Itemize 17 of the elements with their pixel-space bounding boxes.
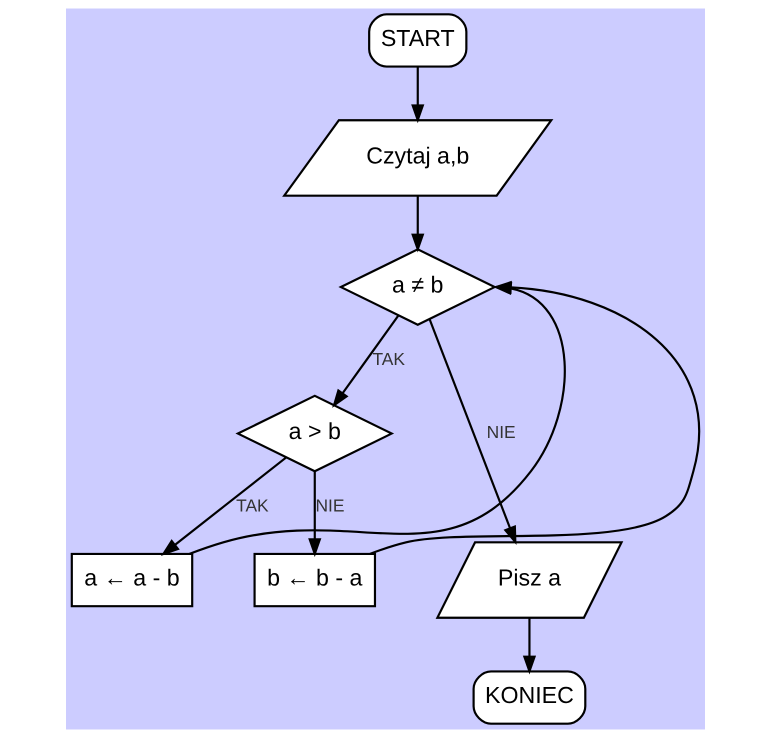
arrow [522, 618, 536, 675]
edge-label: NIE [486, 422, 516, 442]
node-diamond: a ≠ b [338, 248, 497, 326]
arrow [428, 319, 516, 545]
edge-label: TAK [236, 495, 268, 516]
node-box: a ← a - b [70, 552, 193, 608]
arrow [410, 196, 424, 252]
node-box: KONIEC [472, 670, 586, 725]
arrow [332, 314, 399, 408]
node-diamond: a > b [234, 394, 394, 472]
arrow [410, 66, 424, 124]
edge-label: TAK [372, 348, 405, 369]
node-box: b ← b - a [252, 552, 376, 608]
arrow [308, 472, 321, 558]
node-box: START [368, 13, 467, 68]
arrow [160, 456, 286, 556]
edge-label: NIE [315, 495, 344, 516]
